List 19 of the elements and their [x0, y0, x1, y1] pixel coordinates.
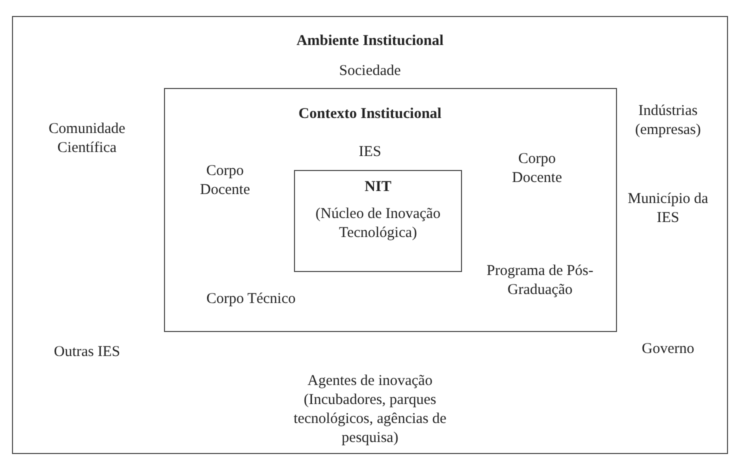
- context-label: Corpo Técnico: [205, 290, 297, 309]
- outer-frame: [12, 16, 728, 454]
- context-label: Outras IES: [52, 343, 122, 362]
- context-label: Município da IES: [626, 190, 710, 228]
- context-label: IES: [358, 143, 382, 162]
- context-label: (Núcleo de Inovação Tecnológica): [314, 205, 442, 243]
- context-label: Sociedade: [338, 62, 402, 81]
- heading: Contexto Institucional: [298, 105, 442, 124]
- heading: NIT: [364, 178, 392, 197]
- context-label: Programa de Pós-Graduação: [486, 262, 594, 300]
- context-label: Corpo Docente: [511, 150, 563, 188]
- context-label: Governo: [640, 340, 696, 359]
- context-box: [164, 88, 617, 332]
- context-box: [294, 170, 462, 272]
- context-label: Corpo Docente: [199, 162, 251, 200]
- context-label: Comunidade Científica: [48, 120, 126, 158]
- context-label: Indústrias (empresas): [634, 102, 702, 140]
- context-label: Agentes de inovação (Incubadores, parques tecnológicos, agências de pesquisa): [292, 372, 448, 448]
- heading: Ambiente Institucional: [295, 32, 445, 51]
